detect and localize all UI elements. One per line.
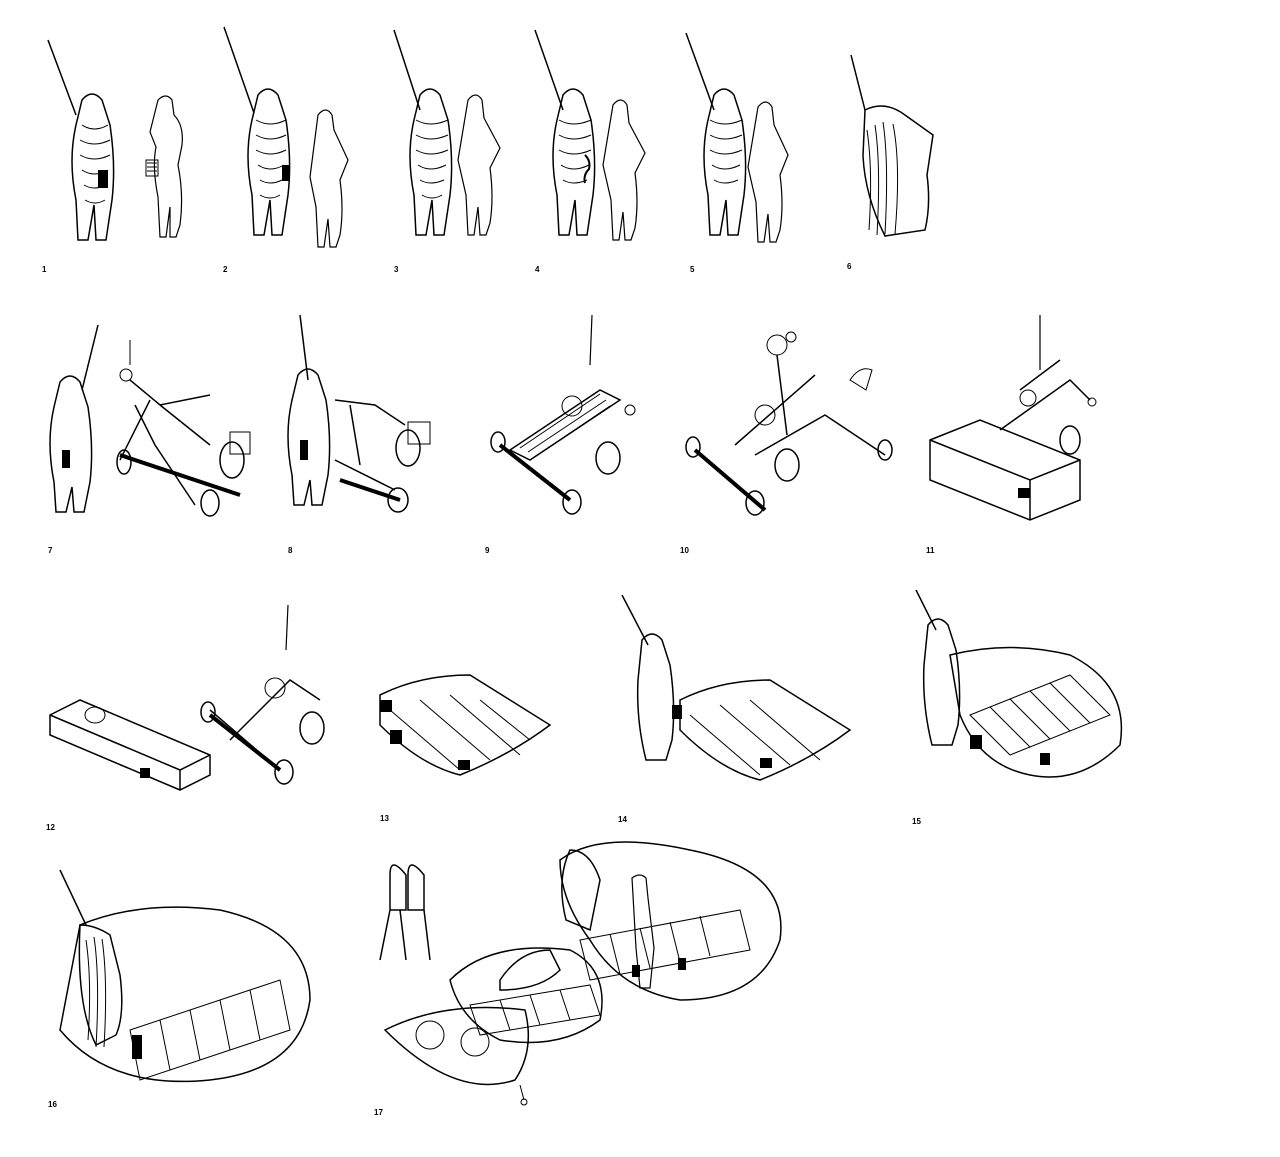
panel-number: 14 <box>618 815 627 824</box>
panel-13: 13 <box>370 660 560 830</box>
frame-vehicle-and-container-drawing <box>920 310 1120 560</box>
panel-5: 5 <box>680 25 820 280</box>
panel-number: 6 <box>847 262 852 271</box>
panel-17: 17 <box>370 830 810 1120</box>
panel-number: 5 <box>690 265 695 274</box>
figure-inside-enclosure-drawing <box>40 865 340 1110</box>
panel-number: 13 <box>380 814 389 823</box>
panel-number: 3 <box>394 265 399 274</box>
suited-figure-and-companion-drawing <box>30 30 200 280</box>
panel-number: 16 <box>48 1100 57 1109</box>
panel-number: 8 <box>288 546 293 555</box>
connected-enclosures-drawing <box>370 830 810 1120</box>
panel-1: 1 <box>30 30 200 280</box>
panel-2: 2 <box>210 25 370 280</box>
panel-16: 16 <box>40 865 340 1110</box>
panel-number: 7 <box>48 546 53 555</box>
figure-and-frame-vehicle-drawing <box>40 320 260 560</box>
panel-number: 10 <box>680 546 689 555</box>
panel-number: 4 <box>535 265 540 274</box>
panel-6: 6 <box>835 50 955 280</box>
figure-beside-mat-drawing <box>610 590 860 830</box>
figure-in-frame-vehicle-drawing <box>675 325 905 560</box>
panel-15: 15 <box>900 585 1150 830</box>
suited-figure-and-companion-drawing <box>680 25 820 280</box>
panel-number: 9 <box>485 546 490 555</box>
figure-and-enclosure-drawing <box>900 585 1150 830</box>
panel-11: 11 <box>920 310 1120 560</box>
merged-figures-drawing <box>835 50 955 280</box>
suited-figure-and-companion-drawing <box>210 25 370 280</box>
panel-9: 9 <box>480 310 660 560</box>
open-container-and-frame-vehicle-drawing <box>40 600 360 840</box>
unfolded-mat-drawing <box>370 660 560 830</box>
panel-number: 15 <box>912 817 921 826</box>
panel-10: 10 <box>675 325 905 560</box>
figure-and-frame-vehicle-drawing <box>280 310 450 560</box>
figure-in-frame-vehicle-drawing <box>480 310 660 560</box>
panel-14: 14 <box>610 590 860 830</box>
panel-number: 11 <box>926 546 935 555</box>
panel-number: 17 <box>374 1108 383 1117</box>
panel-7: 7 <box>40 320 260 560</box>
panel-number: 12 <box>46 823 55 832</box>
panel-12: 12 <box>40 600 360 840</box>
suited-figure-and-companion-drawing <box>525 25 665 280</box>
panel-3: 3 <box>380 25 520 280</box>
suited-figure-and-companion-drawing <box>380 25 520 280</box>
panel-number: 2 <box>223 265 228 274</box>
panel-4: 4 <box>525 25 665 280</box>
panel-number: 1 <box>42 265 47 274</box>
panel-8: 8 <box>280 310 450 560</box>
